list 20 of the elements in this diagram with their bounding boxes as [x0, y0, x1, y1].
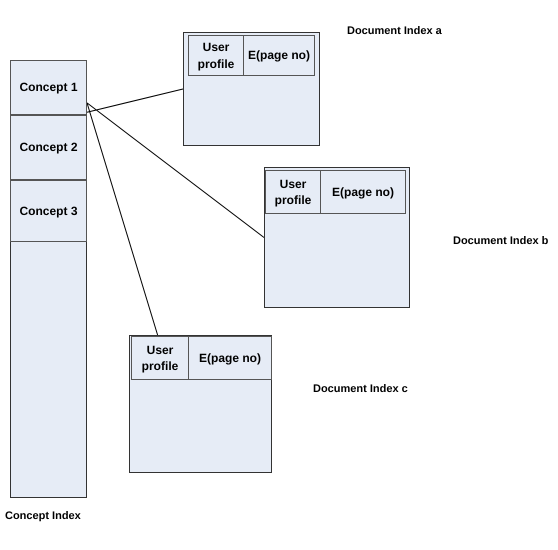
- index-caption: Document Index a: [347, 25, 442, 37]
- index-cell: E(page no): [243, 35, 315, 76]
- index-caption: Concept Index: [5, 510, 81, 522]
- index-cell: E(page no): [320, 170, 406, 214]
- index-cell: Concept 2: [10, 115, 87, 180]
- index-caption: Document Index c: [313, 383, 408, 395]
- index-cell: User profile: [188, 35, 244, 76]
- index-cell: User profile: [265, 170, 321, 214]
- index-cell: Concept 3: [10, 180, 87, 242]
- index-panel: [129, 335, 272, 473]
- index-caption: Document Index b: [453, 235, 548, 247]
- index-cell: E(page no): [188, 336, 272, 380]
- connector-line: [86, 102, 264, 238]
- index-panel: [183, 32, 320, 146]
- connector-line: [86, 88, 184, 113]
- index-cell: User profile: [131, 336, 189, 380]
- connector-line: [86, 102, 158, 336]
- index-panel: [264, 167, 410, 308]
- index-panel: [10, 60, 87, 498]
- index-cell: Concept 1: [10, 60, 87, 115]
